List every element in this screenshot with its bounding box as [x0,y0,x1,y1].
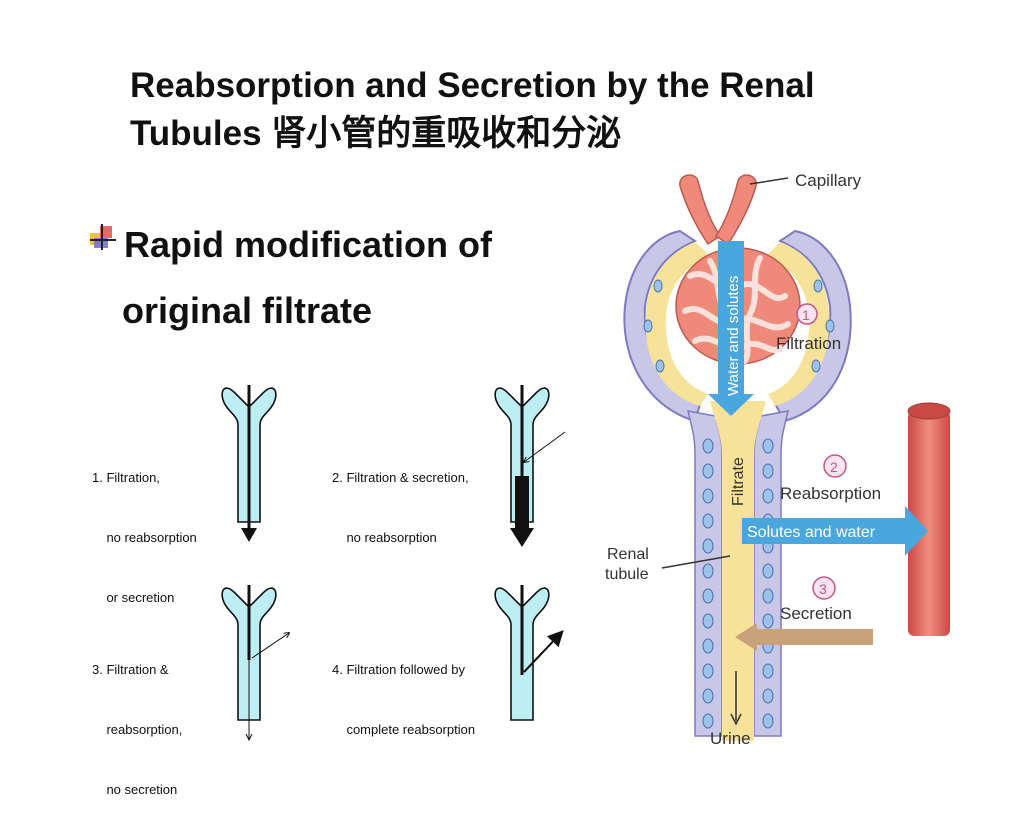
step-3-label: Secretion [780,604,852,623]
scheme-2-tube [494,385,566,547]
urine-arrowhead [730,713,742,726]
scheme-4-line: complete reabsorption [332,722,476,737]
scheme-1-tube [221,385,277,542]
step-2-number: 2 [830,459,838,475]
scheme-4-tube [494,585,564,721]
slide-title-line-2: Tubules 肾小管的重吸收和分泌 [130,114,622,153]
bullet-cross-icon [90,224,116,250]
scheme-2-line: 2. Filtration & secretion, [332,470,469,485]
capillary-branch-left [679,174,722,246]
step-1-circle [796,303,818,325]
slide-title: Reabsorption and Secretion by the Renal … [130,62,930,158]
nephron-figure: Water and solutes Filtrate Solutes and w… [605,171,951,748]
scheme-1-label: 1. Filtration, no reabsorption or secret… [92,428,197,628]
scheme-2-label: 2. Filtration & secretion, no reabsorpti… [332,428,469,568]
water-solutes-label: Water and solutes [725,276,742,396]
scheme-3-tube [221,585,289,742]
tubule-lumen [710,401,766,741]
capillary-branch-right [714,174,757,246]
solutes-water-label: Solutes and water [747,524,876,541]
reabsorption-arrow: Solutes and water [742,506,928,556]
urine-label: Urine [710,729,751,748]
step-2-label: Reabsorption [780,484,881,503]
scheme-1-line: or secretion [92,590,175,605]
blood-vessel [907,402,951,636]
scheme-tubes [221,385,566,742]
scheme-3-line: reabsorption, [92,722,183,737]
bullet-line-2: original filtrate [122,290,373,331]
scheme-1-line: no reabsorption [92,530,197,545]
step-1-label: Filtration [776,334,841,353]
water-solutes-arrow: Water and solutes [708,241,754,416]
renal-tubule-label-line-2: tubule [605,566,649,583]
scheme-3-line: no secretion [92,782,178,797]
step-3-number: 3 [819,581,827,597]
scheme-4-line: 4. Filtration followed by [332,662,465,677]
capillary-leader-line [749,177,789,185]
capillary-label: Capillary [795,171,862,190]
scheme-4-label: 4. Filtration followed by complete reabs… [332,620,475,760]
renal-tubule-label-line-1: Renal [607,546,649,563]
slide-title-line-1: Reabsorption and Secretion by the Renal [130,66,815,105]
bullet-text: Rapid modification of original filtrate [122,212,604,344]
renal-tubule-leader-line [661,555,731,569]
filtrate-label: Filtrate [730,457,747,506]
step-2-circle [823,454,847,478]
step-3-circle [812,576,836,600]
secretion-arrow [735,623,873,651]
scheme-1-line: 1. Filtration, [92,470,160,485]
scheme-2-line: no reabsorption [332,530,437,545]
step-1-number: 1 [802,307,810,323]
scheme-3-line: 3. Filtration & [92,662,169,677]
bullet-line-1: Rapid modification of [124,224,492,265]
